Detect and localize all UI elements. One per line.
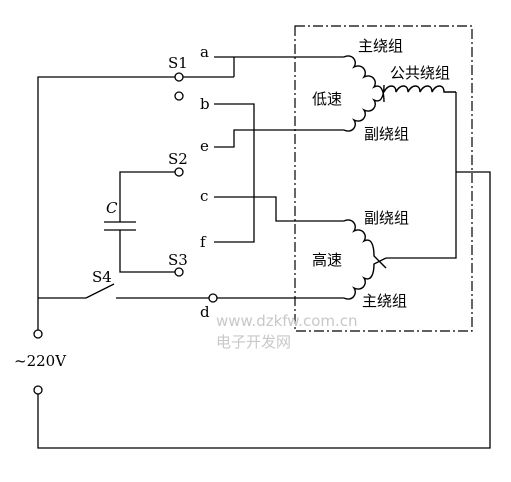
wire-b xyxy=(214,103,255,243)
label-aux-winding-lower: 副绕组 xyxy=(364,209,409,227)
label-high-speed: 高速 xyxy=(312,251,342,269)
wire-common xyxy=(386,92,457,259)
label-voltage: ~220V xyxy=(14,352,67,370)
label-b: b xyxy=(200,95,210,113)
wire-supply-return xyxy=(37,171,491,449)
common-coil xyxy=(383,85,456,93)
wire-capacitor-s3 xyxy=(119,230,176,273)
label-main-winding-lower: 主绕组 xyxy=(362,292,407,310)
label-s2: S2 xyxy=(168,150,188,168)
label-c: c xyxy=(200,187,208,205)
label-common-winding: 公共绕组 xyxy=(390,64,450,82)
low-main-coil xyxy=(343,55,385,103)
label-d: d xyxy=(200,303,210,321)
label-capacitor: C xyxy=(106,199,118,217)
supply-terminal-bottom xyxy=(33,385,43,395)
wire-c xyxy=(214,196,344,222)
label-aux-winding-upper: 副绕组 xyxy=(364,125,409,143)
low-aux-coil xyxy=(343,84,385,132)
s1-contact xyxy=(174,91,184,101)
watermark-site: 电子开发网 xyxy=(216,333,291,351)
d-terminal xyxy=(208,293,218,303)
label-s1: S1 xyxy=(168,54,188,72)
watermark-url: www.dzkfw.com.cn xyxy=(216,312,358,330)
label-a: a xyxy=(200,43,209,61)
s4-switch-blade xyxy=(85,283,115,299)
s1-terminal xyxy=(174,72,184,82)
supply-terminal-top xyxy=(33,329,43,339)
wire-s2-capacitor xyxy=(119,171,176,222)
label-s3: S3 xyxy=(168,251,188,269)
s2-terminal xyxy=(174,167,184,177)
label-e: e xyxy=(200,137,209,155)
high-aux-coil xyxy=(343,219,387,269)
motor-enclosure xyxy=(294,25,473,332)
high-main-coil xyxy=(343,257,387,300)
label-low-speed: 低速 xyxy=(312,90,342,108)
label-main-winding-upper: 主绕组 xyxy=(358,37,403,55)
wire-s1-to-supply xyxy=(37,76,176,330)
s3-terminal xyxy=(174,267,184,277)
label-s4: S4 xyxy=(92,268,112,286)
label-f: f xyxy=(200,233,207,251)
wire-e xyxy=(214,129,344,148)
